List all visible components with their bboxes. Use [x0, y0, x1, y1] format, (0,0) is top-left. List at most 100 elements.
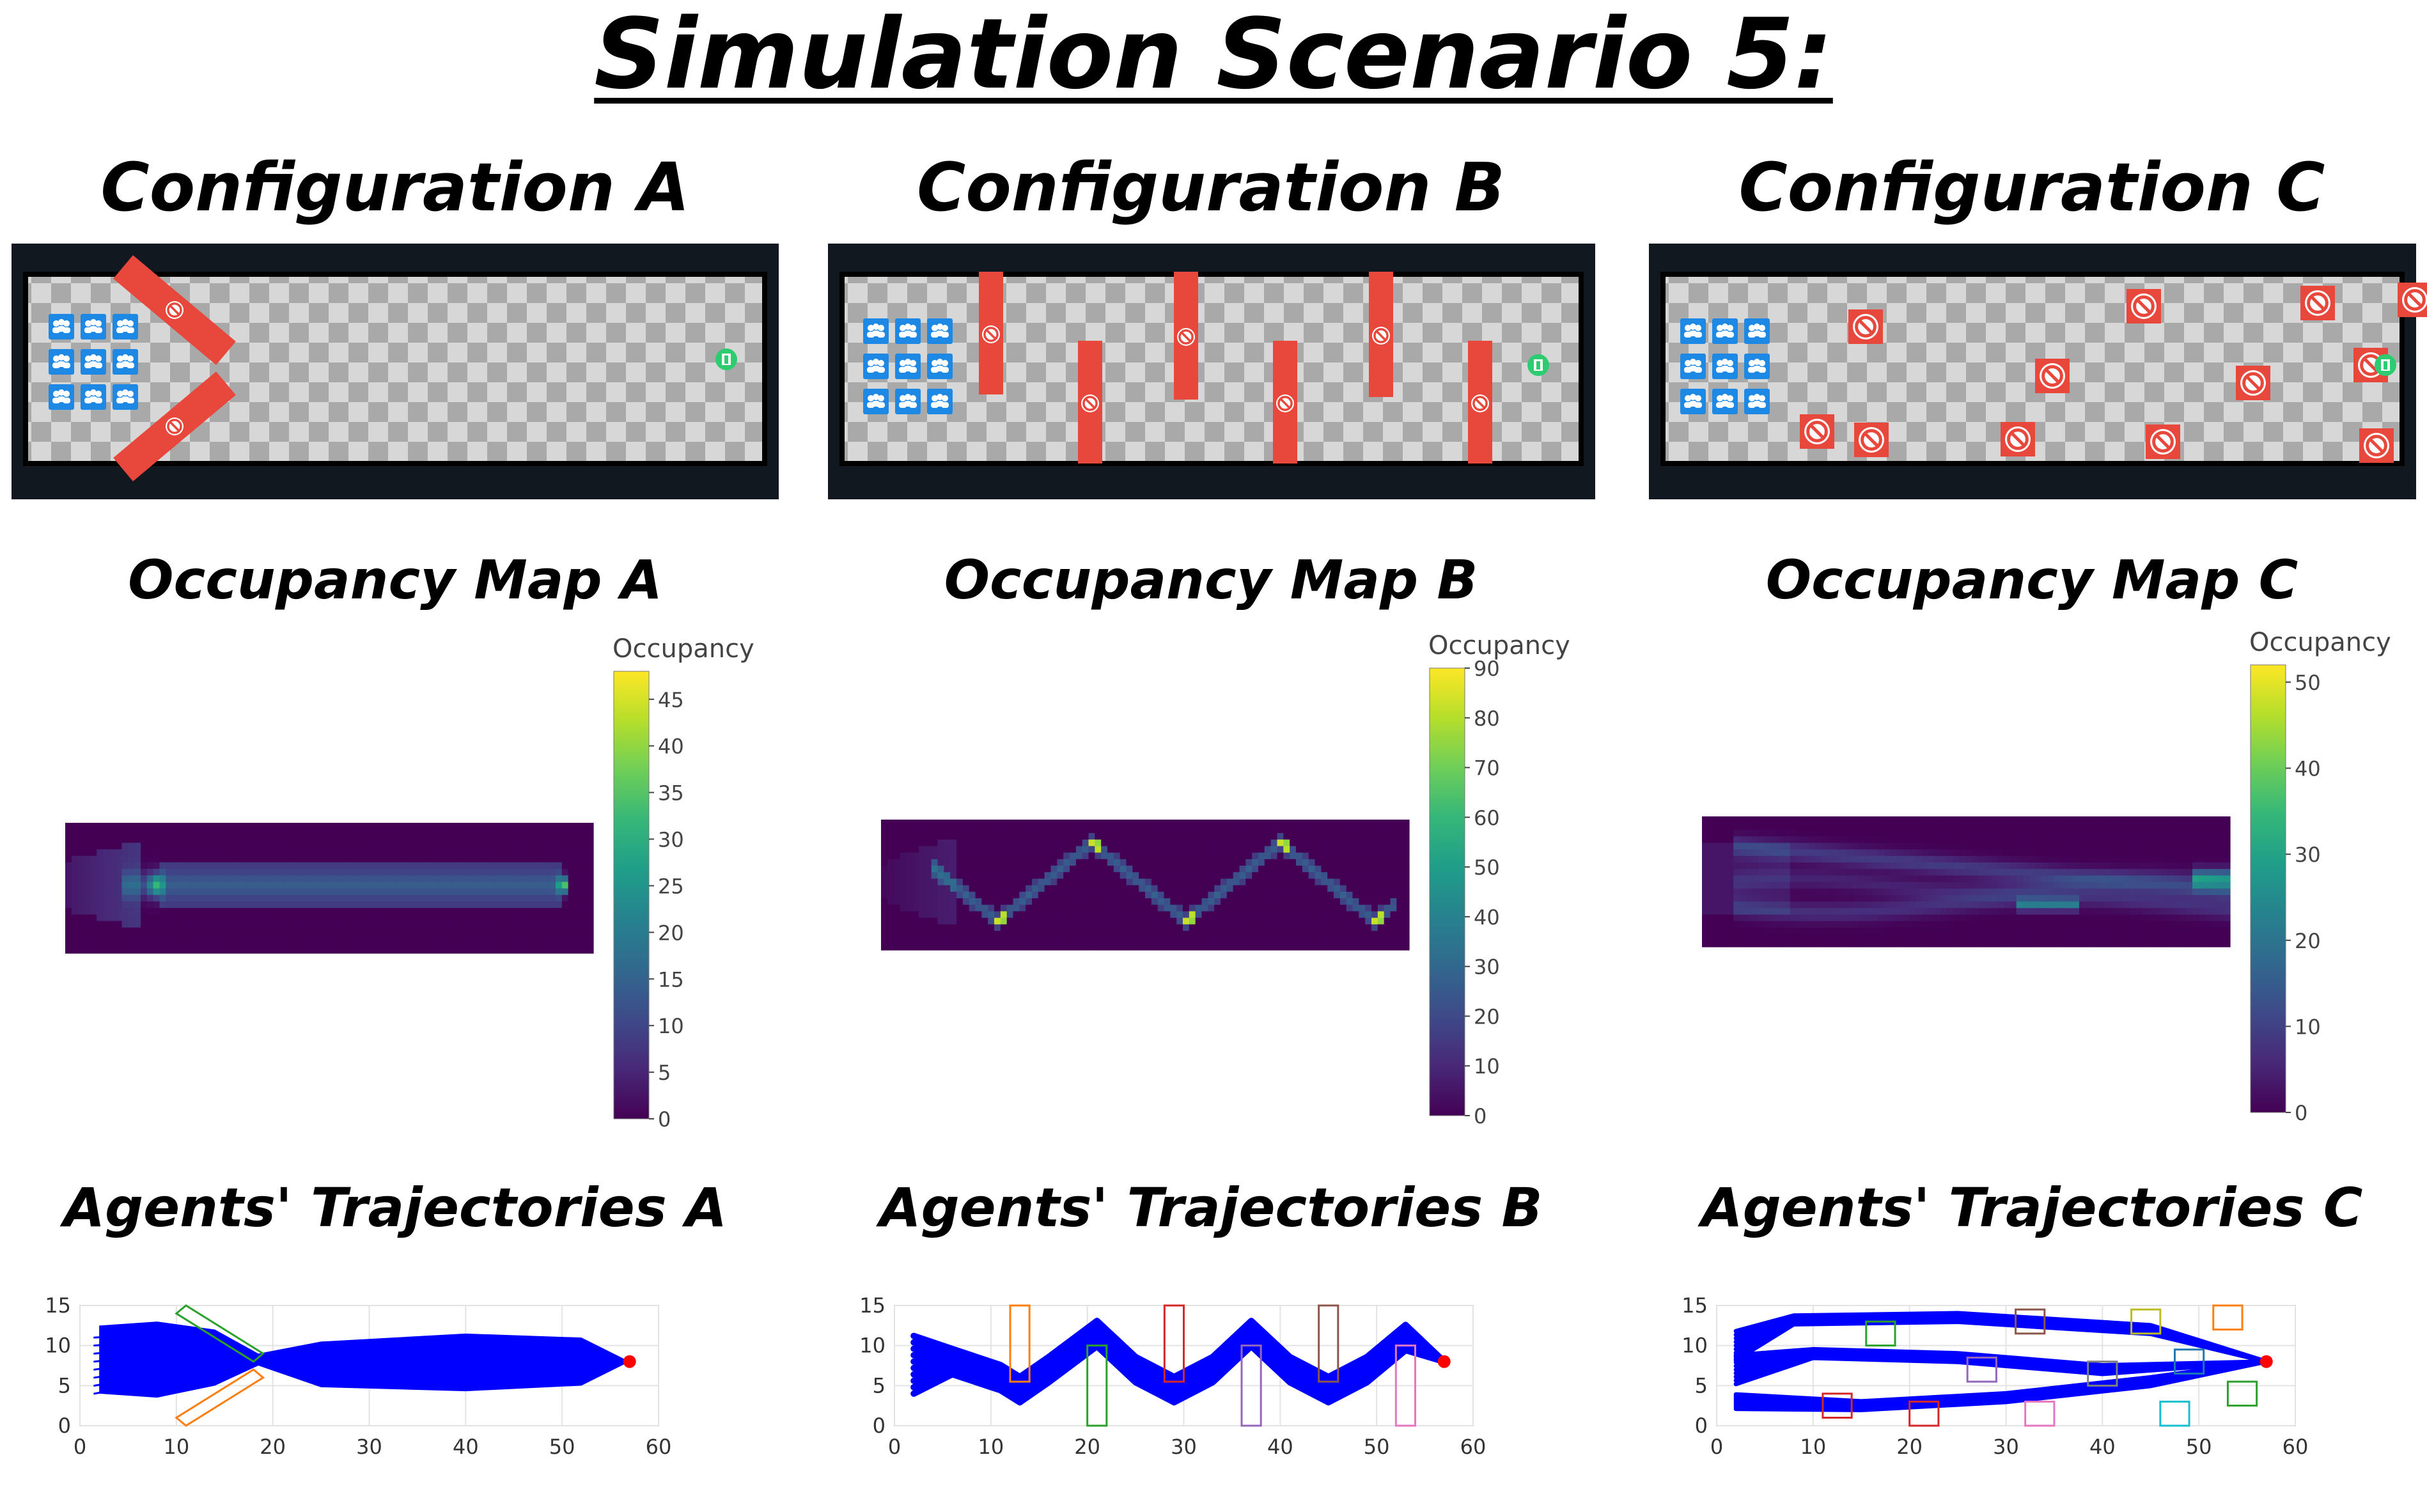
no-entry-icon — [1081, 394, 1099, 412]
obstacle-outline — [1318, 1304, 1339, 1383]
colorbar-tick-label: 0 — [1474, 1104, 1487, 1128]
trajectory — [93, 1334, 631, 1363]
trajectory — [1733, 1346, 2269, 1368]
configuration-a-canvas — [12, 244, 779, 499]
traj-title-c: Agents' Trajectories C — [1701, 1176, 2363, 1239]
y-tick-label: 0 — [873, 1414, 886, 1438]
crowd-icon — [1744, 389, 1770, 414]
y-tick-label: 5 — [1695, 1373, 1708, 1398]
exit-door-icon — [1527, 354, 1549, 376]
colorbar-tick-label: 20 — [1474, 1004, 1500, 1029]
colorbar-tick-label: 30 — [1474, 955, 1500, 979]
x-tick-label: 60 — [1460, 1435, 1487, 1459]
colorbar-tick-label: 10 — [1474, 1054, 1500, 1079]
crowd-icon — [81, 384, 106, 410]
colorbar-tick-label: 60 — [1474, 806, 1500, 830]
no-entry-icon — [1177, 328, 1195, 346]
x-tick-label: 30 — [1993, 1435, 2019, 1459]
trajectory — [93, 1341, 631, 1363]
crowd-icon — [49, 314, 74, 339]
trajectory — [93, 1360, 631, 1379]
obstacle-outline — [2130, 1308, 2162, 1335]
y-tick-label: 10 — [45, 1334, 71, 1358]
trajectory-bundle — [93, 1321, 631, 1398]
y-tick-label: 0 — [1695, 1414, 1708, 1438]
x-tick-label: 10 — [978, 1435, 1004, 1459]
colorbar-tick-label: 70 — [1474, 756, 1500, 781]
crowd-icon — [1712, 318, 1738, 344]
crowd-icon — [895, 318, 921, 344]
goal-marker — [623, 1355, 636, 1368]
x-tick-label: 0 — [888, 1435, 901, 1459]
map-title-b: Occupancy Map B — [944, 549, 1478, 611]
y-tick-label: 15 — [859, 1293, 886, 1318]
x-tick-label: 10 — [1800, 1435, 1826, 1459]
trajectory — [93, 1355, 631, 1363]
exit-door-icon — [715, 348, 737, 370]
crowd-icon — [863, 354, 889, 379]
crowd-icon — [927, 389, 953, 414]
colorbar-tick-label: 30 — [2295, 843, 2321, 867]
arena-floor — [839, 272, 1584, 466]
no-entry-icon — [1372, 327, 1390, 345]
trajectory — [93, 1348, 631, 1363]
crowd-icon — [49, 384, 74, 410]
y-tick-label: 15 — [45, 1293, 71, 1318]
colorbar — [613, 671, 650, 1119]
x-tick-label: 20 — [1896, 1435, 1923, 1459]
x-tick-label: 40 — [453, 1435, 479, 1459]
crowd-icon — [863, 318, 889, 344]
heatmap-grid — [65, 823, 594, 954]
main-title: Simulation Scenario 5: — [594, 0, 1833, 111]
no-entry-icon — [2005, 426, 2031, 452]
trajectory — [93, 1360, 631, 1387]
colorbar-tick-label: 50 — [1474, 855, 1500, 880]
crowd-icon — [863, 389, 889, 414]
crowd-icon — [81, 314, 106, 339]
configuration-b-canvas — [828, 244, 1595, 499]
colorbar-tick-label: 40 — [1474, 905, 1500, 930]
crowd-icon — [1680, 389, 1706, 414]
traj-title-a: Agents' Trajectories A — [63, 1176, 728, 1239]
colorbar-tick-label: 0 — [658, 1107, 671, 1132]
x-tick-label: 10 — [163, 1435, 189, 1459]
no-entry-icon — [166, 301, 183, 319]
no-entry-icon — [1853, 314, 1878, 339]
obstacle-outline — [2015, 1308, 2046, 1335]
crowd-icon — [1712, 389, 1738, 414]
map-title-c: Occupancy Map C — [1765, 549, 2298, 611]
colorbar-tick-label: 35 — [658, 781, 684, 806]
trajectory — [1733, 1311, 2269, 1364]
trajectory — [1733, 1359, 2269, 1404]
crowd-icon — [1680, 354, 1706, 379]
obstacle-outline — [1163, 1304, 1185, 1383]
colorbar-title: Occupancy — [2249, 628, 2391, 657]
crowd-icon — [81, 349, 106, 375]
trajectory-bundle — [910, 1318, 1448, 1406]
colorbar-tick-label: 80 — [1474, 706, 1500, 731]
crowd-icon — [927, 318, 953, 344]
crowd-icon — [49, 349, 74, 375]
crowd-icon — [1680, 318, 1706, 344]
y-tick-label: 10 — [1682, 1334, 1708, 1358]
crowd-icon — [895, 389, 921, 414]
y-tick-label: 5 — [873, 1373, 886, 1398]
no-entry-icon — [1804, 419, 1830, 444]
obstacle-outline — [1009, 1304, 1031, 1383]
x-tick-label: 0 — [74, 1435, 86, 1459]
colorbar — [1429, 667, 1465, 1116]
config-title-a: Configuration A — [100, 148, 690, 226]
obstacle-outline — [1822, 1392, 1853, 1419]
x-tick-label: 30 — [1171, 1435, 1197, 1459]
crowd-icon — [927, 354, 953, 379]
x-tick-label: 20 — [260, 1435, 286, 1459]
colorbar-tick-label: 10 — [2295, 1015, 2321, 1039]
no-entry-icon — [2240, 370, 2266, 396]
x-tick-label: 0 — [1710, 1435, 1723, 1459]
x-tick-label: 30 — [356, 1435, 382, 1459]
config-title-b: Configuration B — [917, 148, 1505, 226]
no-entry-icon — [166, 417, 183, 435]
